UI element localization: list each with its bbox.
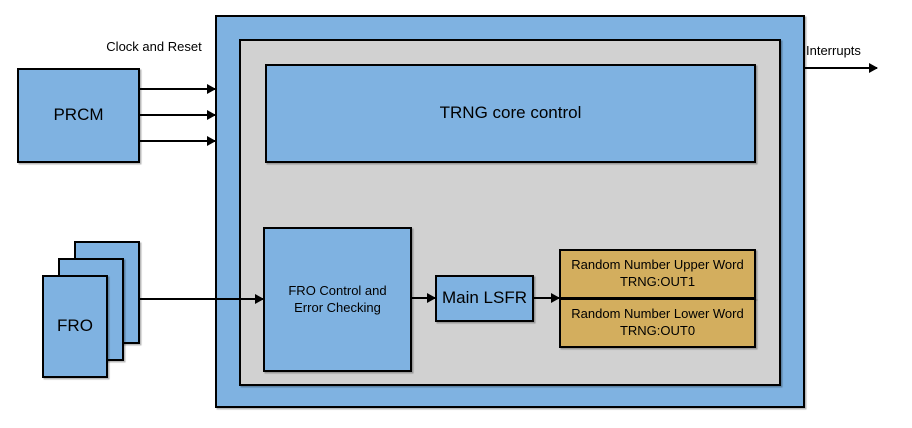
trng-out0-label-line1: Random Number Lower Word xyxy=(571,306,744,322)
fro-label: FRO xyxy=(57,316,93,336)
prcm-block: PRCM xyxy=(17,68,140,163)
trng-out1-label-line1: Random Number Upper Word xyxy=(571,257,744,273)
fro-block-front: FRO xyxy=(42,275,108,378)
fro-control-block: FRO Control and Error Checking xyxy=(263,227,412,372)
trng-out0-register: Random Number Lower Word TRNG:OUT0 xyxy=(559,298,756,348)
fro-to-control-arrow xyxy=(140,294,264,304)
fro-control-label-line2: Error Checking xyxy=(294,299,381,315)
interrupts-arrow xyxy=(805,63,878,73)
trng-core-control-label: TRNG core control xyxy=(439,103,582,123)
main-lsfr-block: Main LSFR xyxy=(435,275,534,322)
trng-core-control-block: TRNG core control xyxy=(265,64,756,163)
clock-reset-arrow-3 xyxy=(140,136,216,146)
trng-out1-label-line2: TRNG:OUT1 xyxy=(619,274,696,289)
lsfr-to-register-arrow xyxy=(534,293,560,303)
main-lsfr-label: Main LSFR xyxy=(441,288,528,308)
control-to-lsfr-arrow xyxy=(412,293,436,303)
clock-reset-arrow-1 xyxy=(140,84,216,94)
clock-and-reset-label: Clock and Reset xyxy=(106,39,202,54)
interrupts-label: Interrupts xyxy=(806,43,861,58)
fro-control-label-line1: FRO Control and xyxy=(288,282,387,298)
clock-reset-arrow-2 xyxy=(140,110,216,120)
trng-out1-register: Random Number Upper Word TRNG:OUT1 xyxy=(559,249,756,299)
prcm-label: PRCM xyxy=(53,105,104,125)
trng-out0-label-line2: TRNG:OUT0 xyxy=(619,323,696,338)
